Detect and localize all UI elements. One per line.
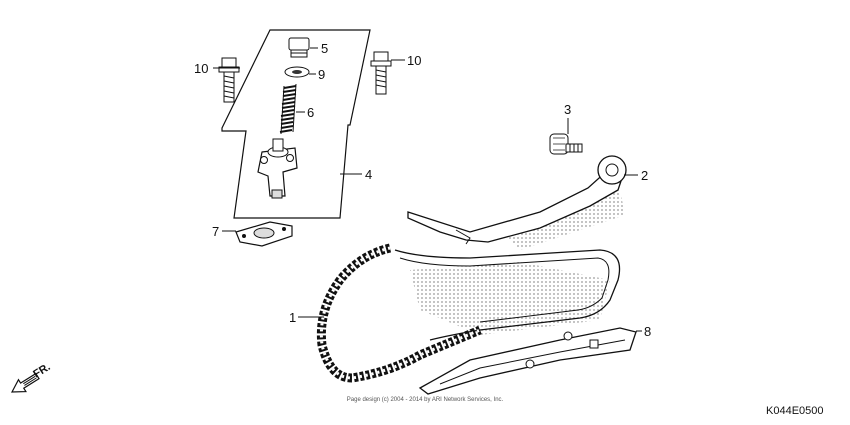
callout-10-right: 10 [407, 53, 421, 68]
callout-7: 7 [212, 224, 219, 239]
gasket[interactable] [235, 221, 293, 247]
callout-5: 5 [321, 41, 328, 56]
cam-chain[interactable] [316, 243, 621, 383]
flange-bolt-right[interactable] [370, 51, 392, 95]
copyright-notice: Page design (c) 2004 - 2014 by ARI Netwo… [347, 397, 504, 403]
callout-8: 8 [644, 324, 651, 339]
callout-3: 3 [564, 102, 571, 117]
shading-lower [410, 262, 610, 335]
leader-lines [213, 47, 642, 332]
callout-10-left: 10 [194, 61, 208, 76]
diagram-code: K044E0500 [766, 405, 824, 417]
spring[interactable] [279, 83, 297, 135]
sealing-bolt[interactable] [288, 37, 310, 58]
shading-upper [500, 190, 625, 250]
washer[interactable] [284, 66, 310, 78]
callout-4: 4 [365, 167, 372, 182]
front-direction-arrow [10, 372, 40, 393]
callout-9: 9 [318, 67, 325, 82]
callout-2: 2 [641, 168, 648, 183]
flange-bolt-left[interactable] [218, 57, 240, 103]
callout-6: 6 [307, 105, 314, 120]
callout-1: 1 [289, 310, 296, 325]
assembly-outline [221, 29, 371, 219]
tensioner-lifter-body[interactable] [257, 138, 298, 199]
pivot-bolt[interactable] [549, 133, 583, 155]
tensioner-slipper[interactable] [407, 155, 627, 245]
chain-guide[interactable] [418, 327, 637, 395]
